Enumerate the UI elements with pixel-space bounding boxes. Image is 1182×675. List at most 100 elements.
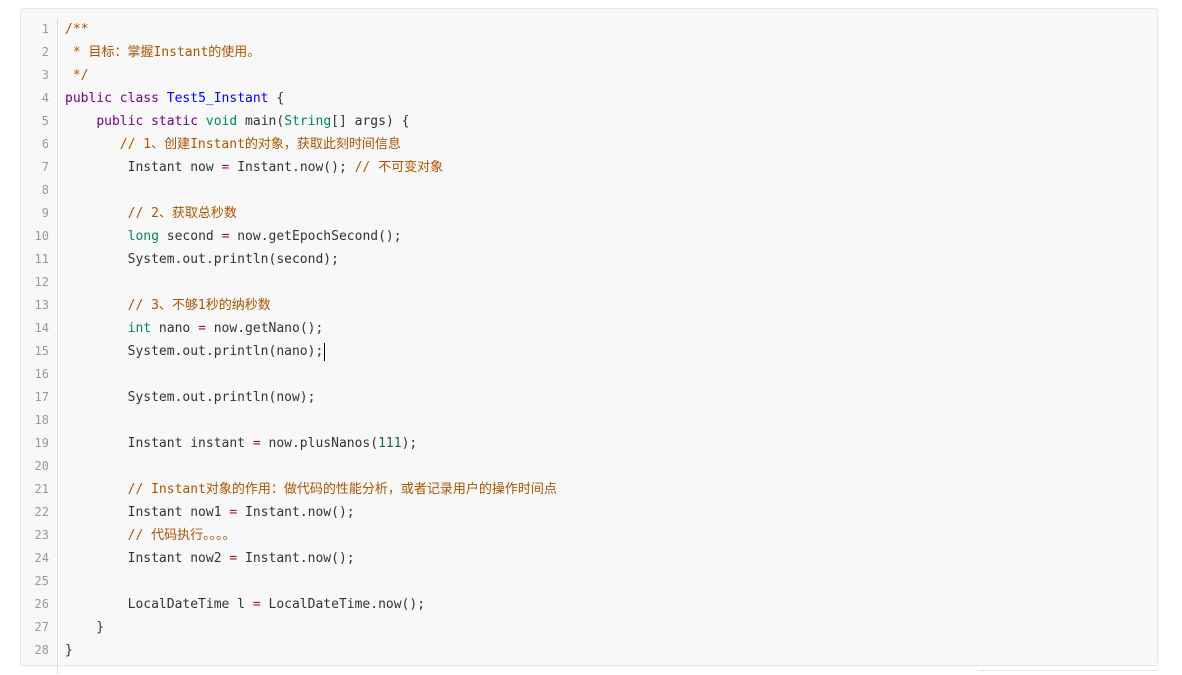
code-line[interactable]: * 目标：掌握Instant的使用。 [65,41,1147,64]
code-token: Instant.now(); [237,505,355,520]
code-token: Instant.now(); [229,160,355,175]
line-number: 25 [34,574,49,588]
code-token: LocalDateTime.now(); [260,597,426,612]
code-token: int [127,321,152,336]
code-line[interactable]: public class Test5_Instant { [65,87,1147,110]
code-line[interactable]: Instant instant = now.plusNanos(111); [65,432,1147,455]
line-number: 3 [41,68,49,82]
code-token: /** [65,22,89,37]
code-token: [] args) { [331,114,410,129]
line-number: 16 [34,367,49,381]
code-token: // 代码执行。。。。 [127,528,236,543]
code-token: Instant now2 [65,551,230,566]
code-line[interactable]: } [65,616,1147,639]
code-line[interactable]: // 代码执行。。。。 [65,524,1147,547]
code-token: } [65,620,105,635]
code-line[interactable]: LocalDateTime l = LocalDateTime.now(); [65,593,1147,616]
code-line[interactable]: ​ [65,455,1147,478]
code-token: // 不可变对象 [354,160,444,175]
line-number: 10 [34,229,49,243]
code-token: now.getNano(); [205,321,324,336]
line-number: 5 [41,114,49,128]
code-token: = [221,160,230,175]
line-number: 19 [34,436,49,450]
code-line[interactable]: /** [65,18,1147,41]
code-token: ); [401,436,418,451]
code-line[interactable]: ​ [65,409,1147,432]
code-token: */ [65,68,89,83]
code-line[interactable]: ​ [65,179,1147,202]
code-line[interactable]: ​ [65,271,1147,294]
line-number: 21 [34,482,49,496]
line-number: 12 [34,275,49,289]
code-token: // 2、获取总秒数 [127,206,237,221]
code-token: static [151,114,199,129]
code-token: second [158,229,222,244]
code-token [65,528,128,543]
code-token [65,229,128,244]
code-token: Test5_Instant [166,91,269,106]
code-token: System.out.println(second); [65,252,339,267]
code-token: void [205,114,238,129]
code-line[interactable]: Instant now1 = Instant.now(); [65,501,1147,524]
line-number: 17 [34,390,49,404]
line-number: 1 [41,22,49,36]
code-token: LocalDateTime l [65,597,253,612]
code-token: = [252,436,261,451]
line-number: 2 [41,45,49,59]
code-line[interactable]: long second = now.getEpochSecond(); [65,225,1147,248]
code-token [112,91,120,106]
line-number: 20 [34,459,49,473]
line-number: 23 [34,528,49,542]
code-line[interactable]: int nano = now.getNano(); [65,317,1147,340]
code-token: 111 [378,436,402,451]
code-token: long [127,229,159,244]
code-line[interactable]: System.out.println(now); [65,386,1147,409]
horizontal-scrollbar[interactable] [978,670,1158,675]
code-line[interactable]: } [65,639,1147,662]
code-line[interactable]: Instant now = Instant.now(); // 不可变对象 [65,156,1147,179]
code-token: Instant now1 [65,505,230,520]
line-number: 18 [34,413,49,427]
code-token [159,91,167,106]
line-number: 27 [34,620,49,634]
code-token: Instant instant [65,436,253,451]
code-token: * 目标：掌握Instant的使用。 [65,45,261,60]
code-line[interactable]: ​ [65,570,1147,593]
line-number: 24 [34,551,49,565]
line-number: 28 [34,643,49,657]
code-token [65,482,128,497]
text-cursor [324,342,326,361]
code-line[interactable]: // 2、获取总秒数 [65,202,1147,225]
line-number: 8 [41,183,49,197]
code-token: // 1、创建Instant的对象，获取此刻时间信息 [119,137,401,152]
code-token [65,321,128,336]
code-line[interactable]: System.out.println(nano); [65,340,1147,363]
code-token: nano [151,321,199,336]
code-token [198,114,206,129]
code-line[interactable]: System.out.println(second); [65,248,1147,271]
code-line[interactable]: // Instant对象的作用：做代码的性能分析，或者记录用户的操作时间点 [65,478,1147,501]
code-token: Instant now [65,160,222,175]
code-token [65,137,120,152]
code-token: = [198,321,206,336]
line-number: 11 [34,252,49,266]
code-line[interactable]: public static void main(String[] args) { [65,110,1147,133]
code-token: Instant.now(); [237,551,355,566]
code-token: } [65,643,73,658]
code-token [65,114,96,129]
code-token: public [65,91,112,106]
code-token: // Instant对象的作用：做代码的性能分析，或者记录用户的操作时间点 [127,482,557,497]
code-token: System.out.println(now); [65,390,316,405]
code-line[interactable]: Instant now2 = Instant.now(); [65,547,1147,570]
code-line[interactable]: // 1、创建Instant的对象，获取此刻时间信息 [65,133,1147,156]
line-number: 22 [34,505,49,519]
code-token: now.getEpochSecond(); [229,229,402,244]
code-line[interactable]: ​ [65,363,1147,386]
code-token: public [96,114,144,129]
code-line[interactable]: // 3、不够1秒的纳秒数 [65,294,1147,317]
code-line[interactable]: */ [65,64,1147,87]
code-area[interactable]: /** * 目标：掌握Instant的使用。 */ public class Te… [65,18,1147,662]
code-token: = [252,597,261,612]
